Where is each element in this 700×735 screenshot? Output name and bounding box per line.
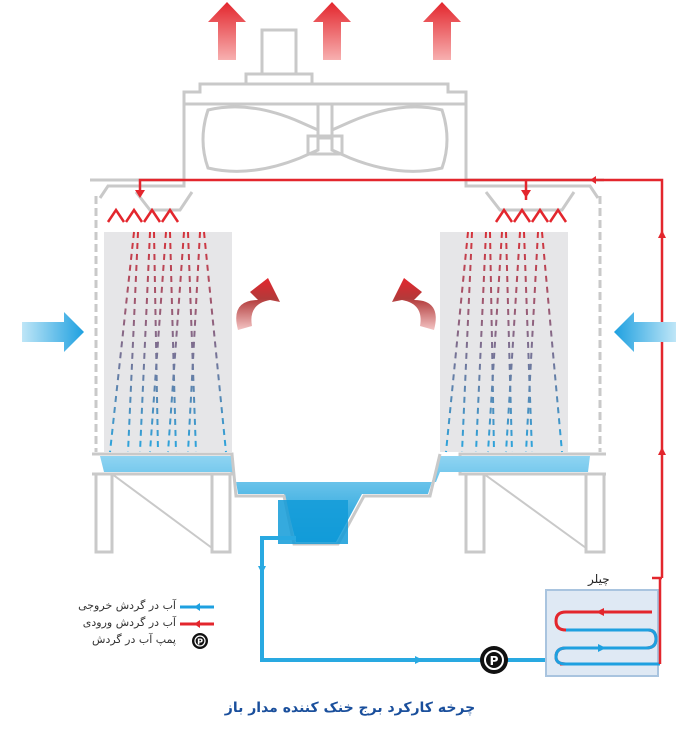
exhaust-arrows [208,2,461,60]
legend-outgoing-label: آب در گردش خروجی [78,599,176,612]
legend-pump: پمپ آب در گردش [72,633,176,646]
cold-supply-pipe [260,536,484,662]
pump-symbol: P [490,654,499,668]
fill-media-left [104,232,232,452]
cold-water-basin [100,453,590,546]
fill-media-right [440,232,568,452]
fan-motor [260,28,298,76]
cold-water-piping [260,536,560,662]
spray-nozzles-left [106,207,180,223]
diagram-caption: چرخه کارکرد برج خنک کننده مدار باز [224,700,476,716]
flow-arrowheads-hot [135,176,666,455]
fan-blade-left [201,105,320,173]
fan-assembly [182,28,468,182]
air-inlet-arrow-right [614,312,676,352]
warm-air-arrow-right [392,278,436,330]
legend-pump-symbol: P [197,638,203,647]
hot-return-pipe [138,178,664,578]
legend-outgoing: آب در گردش خروجی [72,599,176,612]
chiller-label: چیلر [588,572,610,586]
spray-nozzles-right [494,207,568,223]
legend-pump-label: پمپ آب در گردش [92,633,176,646]
chiller [545,589,660,677]
water-spray-right [445,231,563,453]
legend-incoming: آب در گردش ورودی [72,616,176,629]
water-spray-left [109,231,227,453]
fan-blade-right [330,105,449,173]
flow-arrowheads-cold [258,566,423,664]
exhaust-arrow-left [208,2,246,60]
legend-incoming-label: آب در گردش ورودی [82,616,176,629]
warm-air-arrow-left [236,278,280,330]
air-inlet-arrow-left [22,312,84,352]
circulation-pump[interactable]: P [480,646,508,674]
exhaust-arrow-right [423,2,461,60]
exhaust-arrow-center [313,2,351,60]
legend-symbols: P [180,603,214,649]
